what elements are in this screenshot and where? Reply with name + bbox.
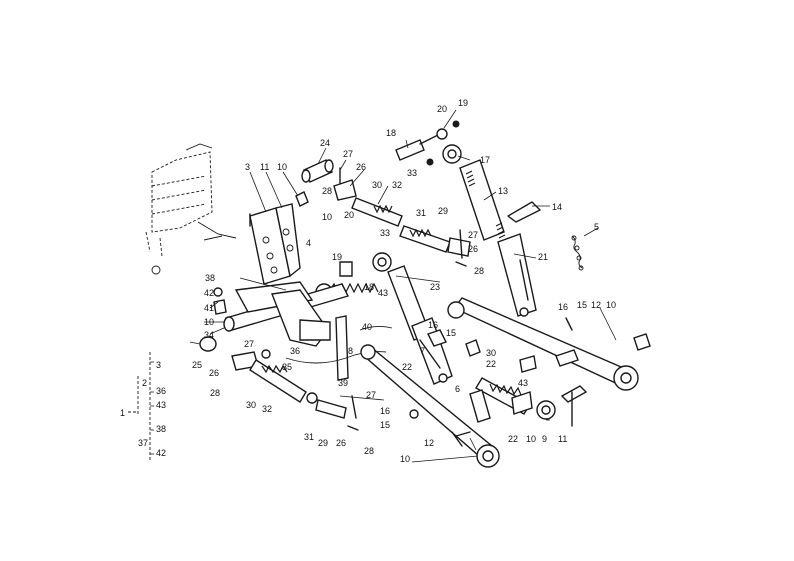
callout-label: 36 [290,346,300,356]
callout-label: 14 [552,202,562,212]
assembly-grouping-legend: 3 2 36 43 1 38 37 42 [120,352,166,462]
callout-label: 26 [209,368,219,378]
legend-number: 2 [142,378,147,388]
callout-label: 19 [332,252,342,262]
callout-label: 7 [420,346,425,356]
callout-label: 24 [320,138,330,148]
callout-label: 10 [277,162,287,172]
callout-label: 43 [378,288,388,298]
callout-label: 43 [518,378,528,388]
callout-labels: 3 11 10 24 27 26 28 30 32 18 20 19 33 17… [192,98,616,464]
callout-label: 19 [458,98,468,108]
callout-label: 28 [364,446,374,456]
legend-number: 43 [156,400,166,410]
callout-label: 21 [538,252,548,262]
cross-shaft-lift-arms [199,191,393,381]
callout-label: 20 [344,210,354,220]
callout-label: 26 [336,438,346,448]
callout-label: 10 [400,454,410,464]
callout-label: 28 [322,186,332,196]
callout-label: 16 [380,406,390,416]
legend-number: 38 [156,424,166,434]
callout-label: 16 [558,302,568,312]
callout-label: 34 [204,330,214,340]
legend-number: 1 [120,408,125,418]
callout-label: 15 [577,300,587,310]
callout-label: 27 [366,390,376,400]
callout-label: 32 [392,180,402,190]
callout-label: 15 [380,420,390,430]
legend-number: 37 [138,438,148,448]
callout-label: 20 [437,104,447,114]
callout-label: 31 [416,208,426,218]
callout-label: 10 [526,434,536,444]
callout-label: 30 [246,400,256,410]
callout-label: 38 [205,273,215,283]
leveling-rod-right [442,144,584,317]
top-link-assembly [301,120,471,267]
leveling-rod-left [315,252,453,385]
callout-label: 29 [438,206,448,216]
callout-label: 23 [430,282,440,292]
left-stabilizer [231,349,359,431]
callout-label: 4 [306,238,311,248]
legend-number: 3 [156,360,161,370]
callout-label: 6 [455,384,460,394]
callout-label: 22 [402,362,412,372]
callout-label: 11 [260,162,269,172]
callout-label: 9 [542,434,547,444]
callout-label: 12 [591,300,601,310]
callout-label: 33 [407,168,417,178]
callout-label: 25 [192,360,202,370]
callout-label: 18 [386,128,396,138]
tractor-rear-outline [145,143,237,275]
callout-label: 32 [262,404,272,414]
callout-label: 40 [362,322,372,332]
right-stabilizer [465,339,588,427]
callout-label: 41 [204,303,214,313]
legend-number: 36 [156,386,166,396]
callout-label: 17 [480,155,490,165]
callout-label: 27 [343,149,353,159]
callout-label: 10 [204,317,214,327]
callout-leader-lines [189,109,617,463]
callout-label: 8 [348,346,353,356]
callout-label: 30 [372,180,382,190]
callout-label: 27 [244,339,254,349]
callout-label: 26 [468,244,478,254]
callout-label: 26 [356,162,366,172]
callout-label: 18 [364,282,374,292]
callout-label: 31 [304,432,314,442]
legend-number: 42 [156,448,166,458]
callout-label: 12 [424,438,434,448]
callout-label: 3 [245,162,250,172]
lower-link-left [360,344,500,468]
callout-label: 10 [606,300,616,310]
callout-label: 35 [282,362,292,372]
callout-label: 16 [428,320,438,330]
callout-label: 11 [558,434,567,444]
callout-label: 22 [486,359,496,369]
lower-link-right [427,297,651,391]
callout-label: 15 [446,328,456,338]
callout-label: 28 [210,388,220,398]
callout-label: 10 [322,212,332,222]
callout-label: 5 [594,222,599,232]
callout-label: 29 [318,438,328,448]
callout-label: 42 [204,288,214,298]
callout-label: 27 [468,230,478,240]
callout-label: 30 [486,348,496,358]
callout-label: 33 [380,228,390,238]
callout-label: 13 [498,186,508,196]
callout-label: 22 [508,434,518,444]
callout-label: 39 [338,378,348,388]
callout-label: 28 [474,266,484,276]
